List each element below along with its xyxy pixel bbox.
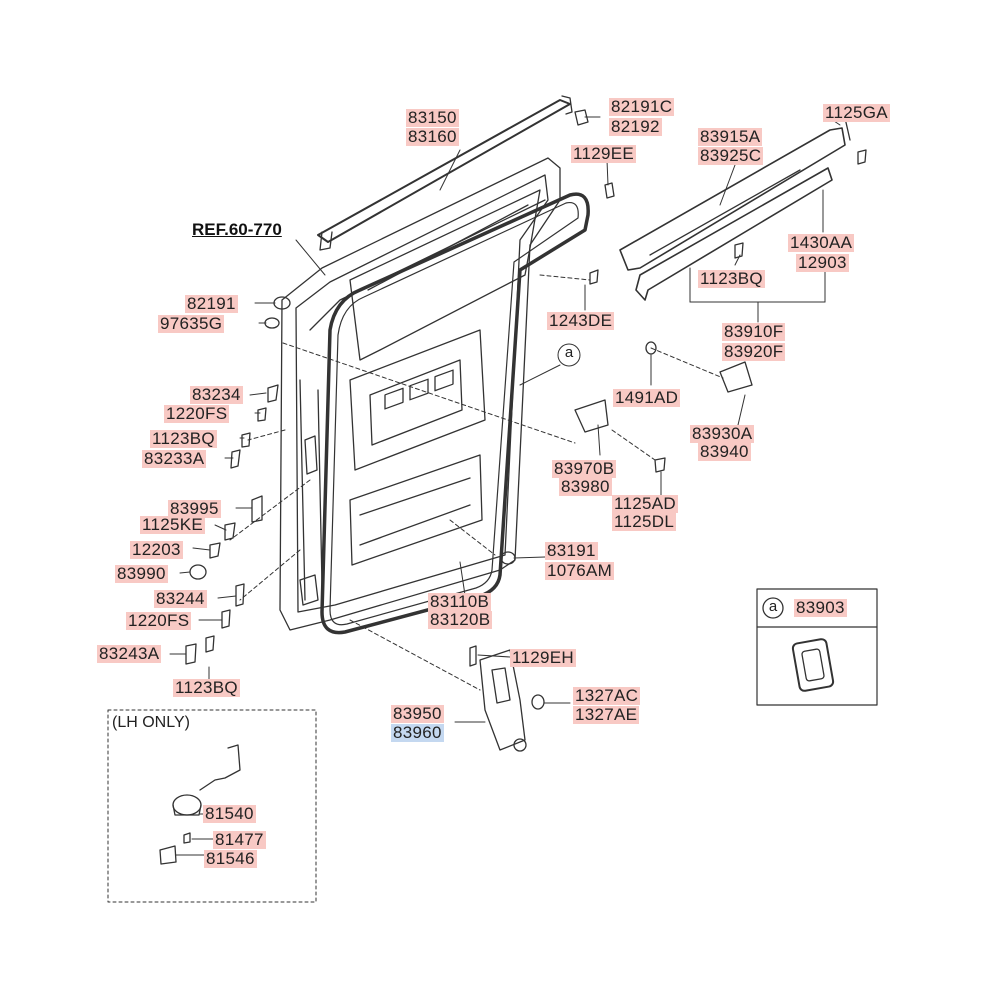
part-label-83233A[interactable]: 83233A — [142, 449, 207, 468]
part-label-1123BQ-b[interactable]: 1123BQ — [173, 678, 240, 697]
part-label-81477[interactable]: 81477 — [213, 830, 266, 849]
part-label-1491AD[interactable]: 1491AD — [613, 388, 681, 407]
part-label-83930A[interactable]: 83930A — [690, 424, 755, 443]
callout-part-label[interactable]: 83903 — [794, 598, 847, 617]
callout-marker-a: a — [564, 344, 574, 361]
part-label-83980[interactable]: 83980 — [559, 477, 612, 496]
part-label-1430AA[interactable]: 1430AA — [788, 233, 855, 252]
lh-only-parts-drawing — [107, 709, 317, 903]
part-label-12903[interactable]: 12903 — [796, 253, 849, 272]
part-label-83243A[interactable]: 83243A — [97, 644, 162, 663]
part-label-82191C[interactable]: 82191C — [609, 97, 675, 116]
part-label-83160[interactable]: 83160 — [406, 127, 459, 146]
part-label-1125GA[interactable]: 1125GA — [823, 103, 890, 122]
part-label-1123BQ-right[interactable]: 1123BQ — [698, 269, 765, 288]
part-label-83120B[interactable]: 83120B — [428, 610, 493, 629]
part-label-83910F[interactable]: 83910F — [722, 322, 786, 341]
part-label-83191[interactable]: 83191 — [545, 541, 598, 560]
part-label-81546[interactable]: 81546 — [204, 849, 257, 868]
part-label-81540[interactable]: 81540 — [203, 804, 256, 823]
part-label-83940[interactable]: 83940 — [698, 442, 751, 461]
part-label-1123BQ-a[interactable]: 1123BQ — [150, 429, 217, 448]
part-label-97635G[interactable]: 97635G — [158, 314, 225, 333]
part-label-1125AD[interactable]: 1125AD — [612, 494, 678, 513]
leader-lines — [169, 114, 841, 856]
part-label-82192[interactable]: 82192 — [609, 117, 662, 136]
part-label-1129EH[interactable]: 1129EH — [510, 648, 576, 667]
part-label-1243DE[interactable]: 1243DE — [547, 311, 615, 330]
callout-box-letter: a — [768, 598, 778, 615]
part-label-83244[interactable]: 83244 — [154, 589, 207, 608]
part-label-83995[interactable]: 83995 — [168, 499, 221, 518]
part-label-83110B[interactable]: 83110B — [428, 592, 492, 611]
part-label-1327AC[interactable]: 1327AC — [573, 686, 641, 705]
top-rail-drawing — [317, 95, 573, 251]
part-label-12203[interactable]: 12203 — [130, 540, 183, 559]
part-label-83920F[interactable]: 83920F — [722, 342, 786, 361]
lh-only-note: (LH ONLY) — [112, 714, 190, 731]
part-label-83150[interactable]: 83150 — [406, 108, 459, 127]
door-seal-drawing — [320, 192, 590, 635]
callout-box-drawing — [756, 588, 878, 706]
part-label-83925C[interactable]: 83925C — [698, 146, 764, 165]
part-label-83234[interactable]: 83234 — [190, 385, 243, 404]
part-label-1076AM[interactable]: 1076AM — [545, 561, 615, 580]
part-label-83990[interactable]: 83990 — [115, 564, 168, 583]
part-label-83950[interactable]: 83950 — [391, 704, 444, 723]
part-label-1220FS-b[interactable]: 1220FS — [126, 611, 192, 630]
part-label-1125DL[interactable]: 1125DL — [612, 512, 677, 531]
part-label-83960[interactable]: 83960 — [391, 723, 444, 742]
part-label-1129EE[interactable]: 1129EE — [571, 144, 637, 163]
part-label-1125KE[interactable]: 1125KE — [140, 515, 206, 534]
door-panel-drawing — [279, 157, 561, 631]
reference-label: REF.60-770 — [192, 220, 282, 239]
part-label-82191[interactable]: 82191 — [185, 294, 238, 313]
part-label-1220FS-a[interactable]: 1220FS — [164, 404, 230, 423]
part-label-83970B[interactable]: 83970B — [552, 459, 617, 478]
part-label-83915A[interactable]: 83915A — [698, 127, 763, 146]
part-label-1327AE[interactable]: 1327AE — [573, 705, 640, 724]
